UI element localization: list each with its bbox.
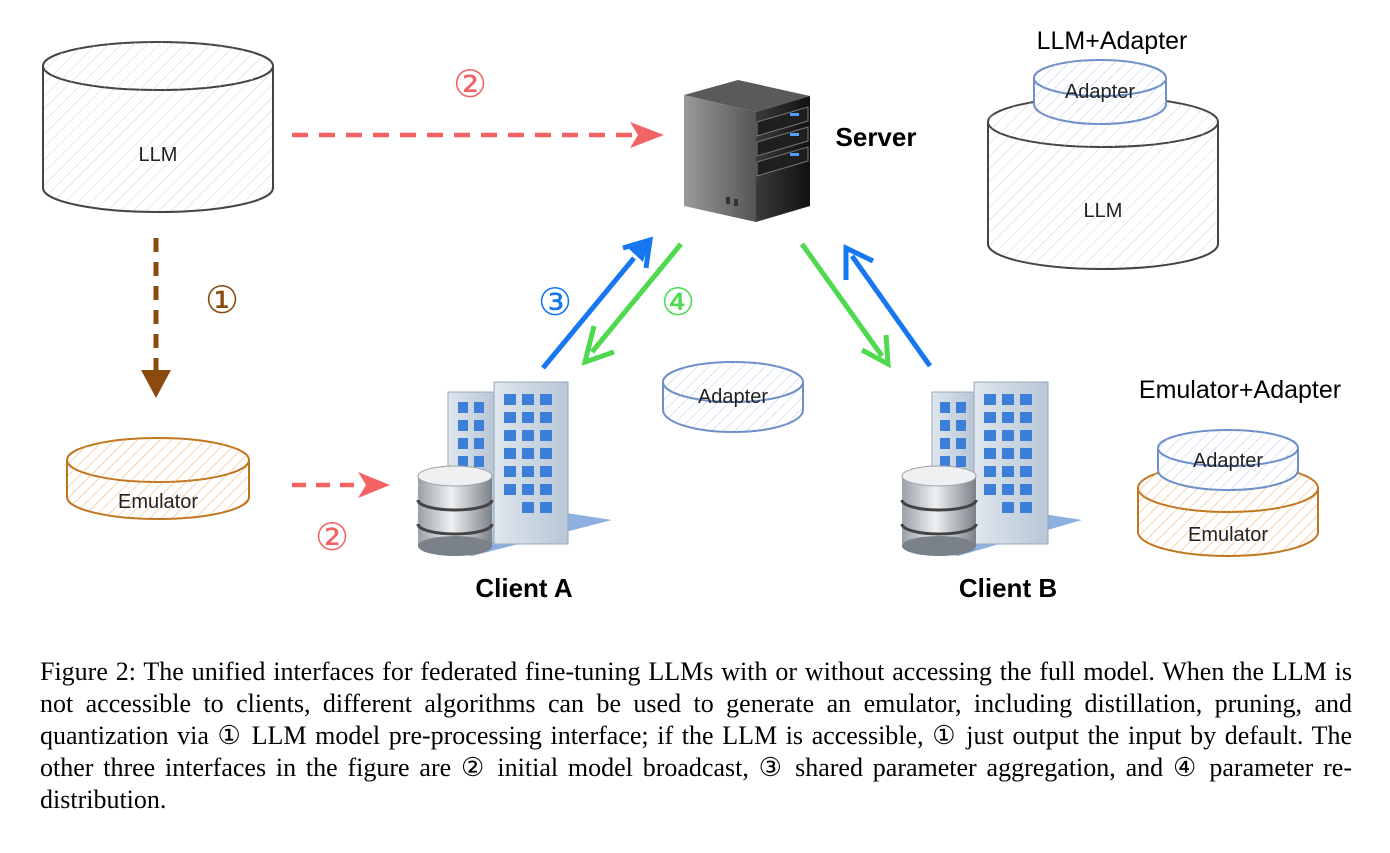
step3-arrow-client-a — [541, 236, 654, 370]
emulator-adapter-title: Emulator+Adapter — [1139, 376, 1341, 404]
client-b-database-icon — [900, 465, 978, 556]
emulator-adapter-adapter-cylinder: Adapter — [1157, 429, 1299, 491]
client-a-label: Client A — [475, 573, 572, 603]
step2-marker-bottom: ② — [315, 517, 349, 559]
emulator-label: Emulator — [118, 491, 198, 513]
step1-arrow — [141, 238, 171, 398]
step1-marker: ① — [205, 280, 239, 322]
server-label: Server — [836, 122, 917, 152]
llm-adapter-title: LLM+Adapter — [1037, 27, 1188, 55]
emulator-adapter-adapter-label: Adapter — [1193, 450, 1263, 472]
llm-adapter-llm-label: LLM — [1084, 200, 1123, 222]
figure-caption: Figure 2: The unified interfaces for fed… — [40, 657, 1352, 814]
adapter-center-cylinder: Adapter — [662, 361, 804, 433]
emulator-cylinder: Emulator — [66, 437, 250, 520]
step3-marker: ③ — [538, 282, 572, 324]
llm-source-label: LLM — [139, 144, 178, 166]
step4-arrow-client-b — [799, 242, 891, 369]
llm-adapter-adapter-label: Adapter — [1065, 81, 1135, 103]
step3-arrow-client-b — [843, 244, 933, 368]
step4-marker: ④ — [661, 282, 695, 324]
llm-source-cylinder: LLM — [42, 41, 274, 213]
federated-finetuning-diagram: LLM Emulator ① ② ② — [42, 27, 1341, 603]
emulator-adapter-emulator-label: Emulator — [1188, 524, 1268, 546]
client-b-label: Client B — [959, 573, 1057, 603]
step2-marker-top: ② — [453, 64, 487, 106]
step4-arrow-client-a — [581, 242, 683, 366]
llm-adapter-adapter-cylinder: Adapter — [1033, 59, 1167, 125]
client-a-database-icon — [416, 465, 494, 556]
server-icon — [684, 80, 810, 222]
step2-arrow-client — [292, 472, 390, 498]
client-a-building-icon — [420, 381, 612, 556]
step2-arrow-server — [292, 122, 664, 148]
adapter-center-label: Adapter — [698, 386, 768, 408]
